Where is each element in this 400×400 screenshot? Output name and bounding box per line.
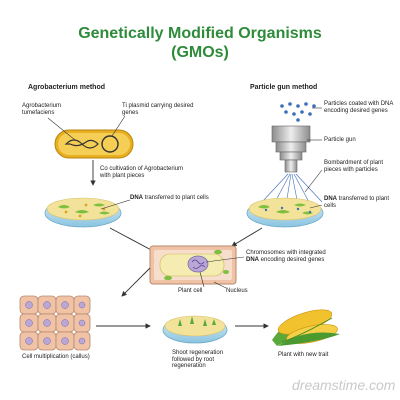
leader-line	[205, 256, 245, 263]
regeneration-label: Shoot regeneration followed by root rege…	[172, 350, 224, 370]
arrow-to-callus	[121, 267, 151, 297]
watermark: dreamstime.com	[292, 377, 396, 393]
nucleus-icon	[187, 255, 209, 273]
callus-cells	[19, 295, 91, 351]
agrobacterium-heading: Agrobacterium method	[28, 84, 106, 91]
bombardment-label: Bombardment of plant pieces with particl…	[324, 160, 384, 173]
leader-line	[111, 115, 126, 137]
particle-dots	[280, 102, 316, 122]
agrobacterium-bacterium	[54, 129, 134, 159]
gun-petri-dish	[246, 197, 324, 228]
leader-line	[47, 117, 76, 141]
regeneration-dish	[162, 315, 228, 344]
plant-cell-label: Plant cell	[178, 288, 203, 294]
leader-line	[304, 169, 323, 193]
particle-gun-label: Particle gun	[324, 137, 356, 143]
leader-line	[100, 199, 131, 210]
leader-line	[309, 204, 323, 209]
callus-label: Cell multiplication (callus)	[22, 354, 90, 360]
new-trait-label: Plant with new trait	[278, 352, 329, 358]
corn-icon	[272, 309, 340, 346]
particle-gun	[271, 125, 311, 173]
page-title: Genetically Modified Organisms	[78, 25, 322, 42]
page-subtitle: (GMOs)	[171, 44, 229, 61]
leader-line	[213, 281, 227, 289]
ti-plasmid-label: Ti plasmid carrying desired genes	[122, 103, 194, 116]
agro-dna-transferred-label: DNA transferred to plant cells	[130, 195, 209, 201]
agrobacterium-label: Agrobacterium tumefaciens	[22, 103, 62, 116]
nucleus-label: Nucleus	[226, 288, 248, 294]
gun-dna-transferred-label: DNA transferred to plant cells	[324, 196, 390, 209]
arrow-to-cell-left	[109, 227, 156, 253]
cocultivation-label: Co cultivation of Agrobacterium with pla…	[100, 166, 184, 179]
chromosomes-label: Chromosomes with integrated DNA encoding…	[246, 250, 326, 263]
arrow-to-cell-right	[231, 227, 263, 247]
plant-cell	[149, 245, 237, 285]
callus-nuclei	[25, 301, 86, 345]
agro-petri-dish	[44, 197, 122, 228]
particle-gun-heading: Particle gun method	[250, 84, 318, 91]
leader-line	[199, 271, 205, 288]
ti-plasmid-icon	[101, 135, 119, 153]
coated-particles-label: Particles coated with DNA encoding desir…	[324, 101, 394, 114]
